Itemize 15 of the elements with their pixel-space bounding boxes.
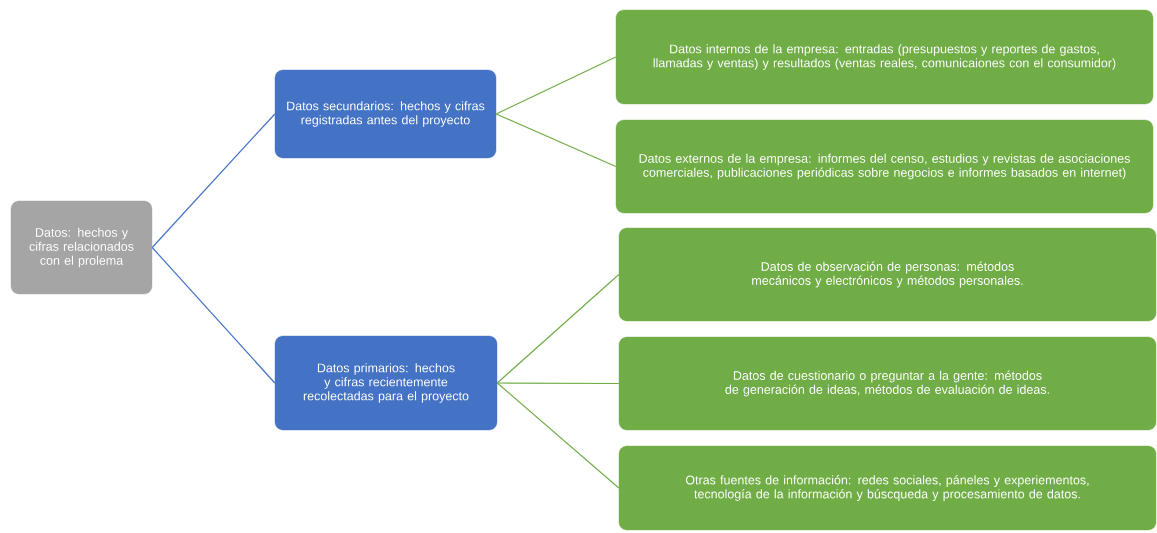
detail-box: Datos internos de la empresa: entradas (presupuestos y reportes de gastos, llamadas y ventas) y resultados (ventas reales, comunicaiones con el consumidor) — [615, 9, 1154, 105]
detail-box: Datos de cuestionario o preguntar a la gente: métodos de generación de ideas, métodos de evaluación de ideas. — [618, 336, 1157, 431]
connector-line — [496, 382, 620, 489]
connector-line — [496, 382, 620, 385]
connector-line — [151, 246, 276, 384]
detail-box: Datos externos de la empresa: informes del censo, estudios y revistas de asociaciones comerciales, publicaciones periódicas sobre negocios e informes basados en internet) — [615, 119, 1154, 214]
detail-box: Datos de observación de personas: métodos mecánicos y electrónicos y métodos personales. — [618, 227, 1157, 322]
root-box: Datos: hechos y cifras relacionados con el prolema — [10, 200, 153, 295]
detail-box: Otras fuentes de información: redes sociales, páneles y experiementos, tecnología de la información y búscqueda y procesamiento de datos. — [618, 445, 1157, 531]
connector-line — [495, 56, 617, 115]
connector-line — [495, 113, 617, 168]
connector-line — [496, 273, 620, 384]
category-box: Datos secundarios: hechos y cifras registradas antes del proyecto — [274, 69, 497, 159]
category-box: Datos primarios: hechos y cifras recientemente recolectadas para el proyecto — [274, 335, 498, 431]
connector-line — [151, 113, 276, 249]
